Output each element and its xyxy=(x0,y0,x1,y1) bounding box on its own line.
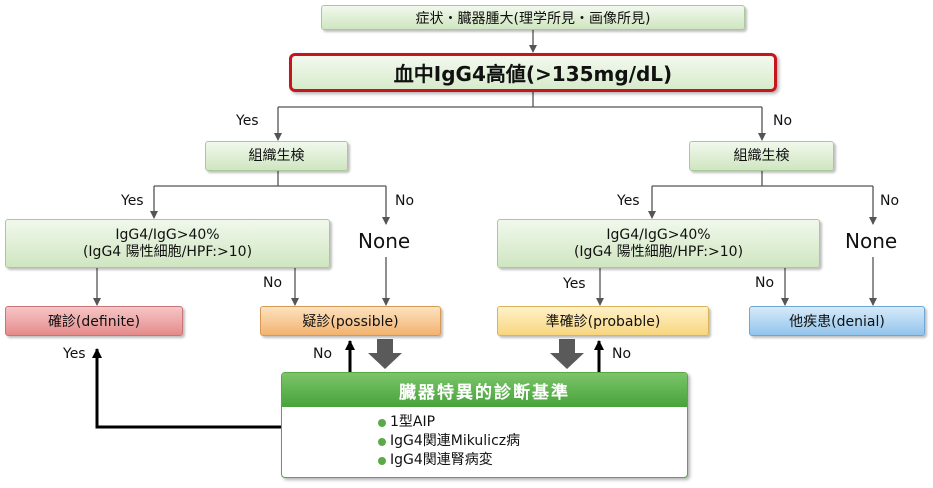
right-no2-label: No xyxy=(880,193,900,209)
left-yes2-label: Yes xyxy=(121,193,144,209)
organ-criteria-title: 臓器特異的診断基準 xyxy=(282,373,687,407)
right-yes3-label: Yes xyxy=(563,276,586,292)
right-no3-label: No xyxy=(755,275,775,291)
serum-igg4-box: 血中IgG4高値(>135mg/dL) xyxy=(289,53,777,92)
bullet-icon xyxy=(378,437,386,446)
list-item: IgG4関連Mikulicz病 xyxy=(378,432,687,451)
probable-box: 準確診(probable) xyxy=(497,306,709,336)
organ-criteria-list: 1型AIP IgG4関連Mikulicz病 IgG4関連腎病変 xyxy=(282,407,687,470)
right-condition-line1: IgG4/IgG>40% xyxy=(606,226,711,243)
organ-criteria-box: 臓器特異的診断基準 1型AIP IgG4関連Mikulicz病 IgG4関連腎病… xyxy=(281,372,688,478)
organ-item-label: 1型AIP xyxy=(390,414,436,430)
left-yes-label: Yes xyxy=(236,113,259,129)
probable-no-label: No xyxy=(612,346,632,362)
possible-box: 疑診(possible) xyxy=(260,306,441,336)
organ-item-label: IgG4関連Mikulicz病 xyxy=(390,433,521,449)
definite-yes-label: Yes xyxy=(63,346,86,362)
bullet-icon xyxy=(378,456,386,465)
right-condition-box: IgG4/IgG>40% (IgG4 陽性細胞/HPF:>10) xyxy=(497,219,820,268)
left-no3-label: No xyxy=(263,275,283,291)
left-biopsy-box: 組織生検 xyxy=(205,141,348,171)
right-yes2-label: Yes xyxy=(617,193,640,209)
right-none-text: None xyxy=(845,229,898,253)
organ-item-label: IgG4関連腎病変 xyxy=(390,452,493,468)
definite-box: 確診(definite) xyxy=(5,306,183,336)
symptoms-box: 症状・臓器腫大(理学所見・画像所見) xyxy=(321,5,745,30)
left-condition-line2: (IgG4 陽性細胞/HPF:>10) xyxy=(82,243,253,260)
left-condition-box: IgG4/IgG>40% (IgG4 陽性細胞/HPF:>10) xyxy=(5,219,330,268)
left-none-text: None xyxy=(358,229,411,253)
list-item: 1型AIP xyxy=(378,413,687,432)
bullet-icon xyxy=(378,418,386,427)
denial-box: 他疾患(denial) xyxy=(749,306,925,336)
right-no-label: No xyxy=(773,113,793,129)
possible-no-label: No xyxy=(313,346,333,362)
left-condition-line1: IgG4/IgG>40% xyxy=(115,226,220,243)
right-biopsy-box: 組織生検 xyxy=(689,141,834,171)
right-condition-line2: (IgG4 陽性細胞/HPF:>10) xyxy=(573,243,744,260)
list-item: IgG4関連腎病変 xyxy=(378,451,687,470)
left-no2-label: No xyxy=(395,193,415,209)
